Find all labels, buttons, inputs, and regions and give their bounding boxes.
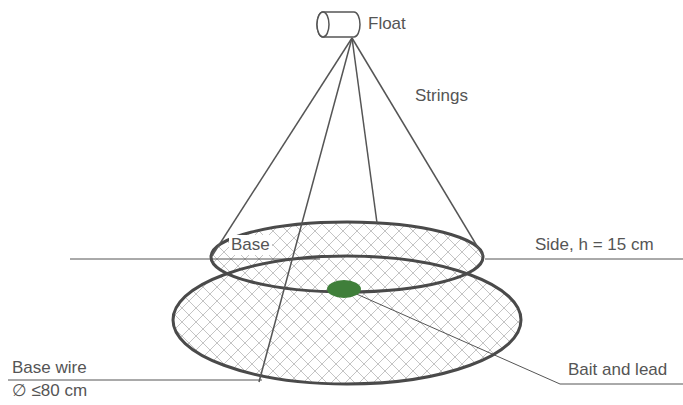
- part-label: Float: [366, 14, 408, 34]
- part-label: Strings: [413, 86, 470, 106]
- dimension-label: Base wire ∅ ≤80 cm: [10, 356, 96, 402]
- string: [352, 38, 483, 256]
- bait-and-lead: [327, 280, 361, 298]
- dimension-label: Side, h = 15 cm: [533, 235, 656, 255]
- leader-line: [8, 380, 262, 381]
- float-end: [317, 12, 329, 37]
- float-body: [317, 12, 360, 37]
- string: [212, 38, 352, 256]
- leader-line: [485, 259, 683, 260]
- string: [259, 38, 352, 382]
- string: [352, 38, 377, 223]
- part-label: Bait and lead: [566, 360, 669, 380]
- part-label: Base: [229, 235, 272, 255]
- base-wire-ring: [173, 256, 521, 384]
